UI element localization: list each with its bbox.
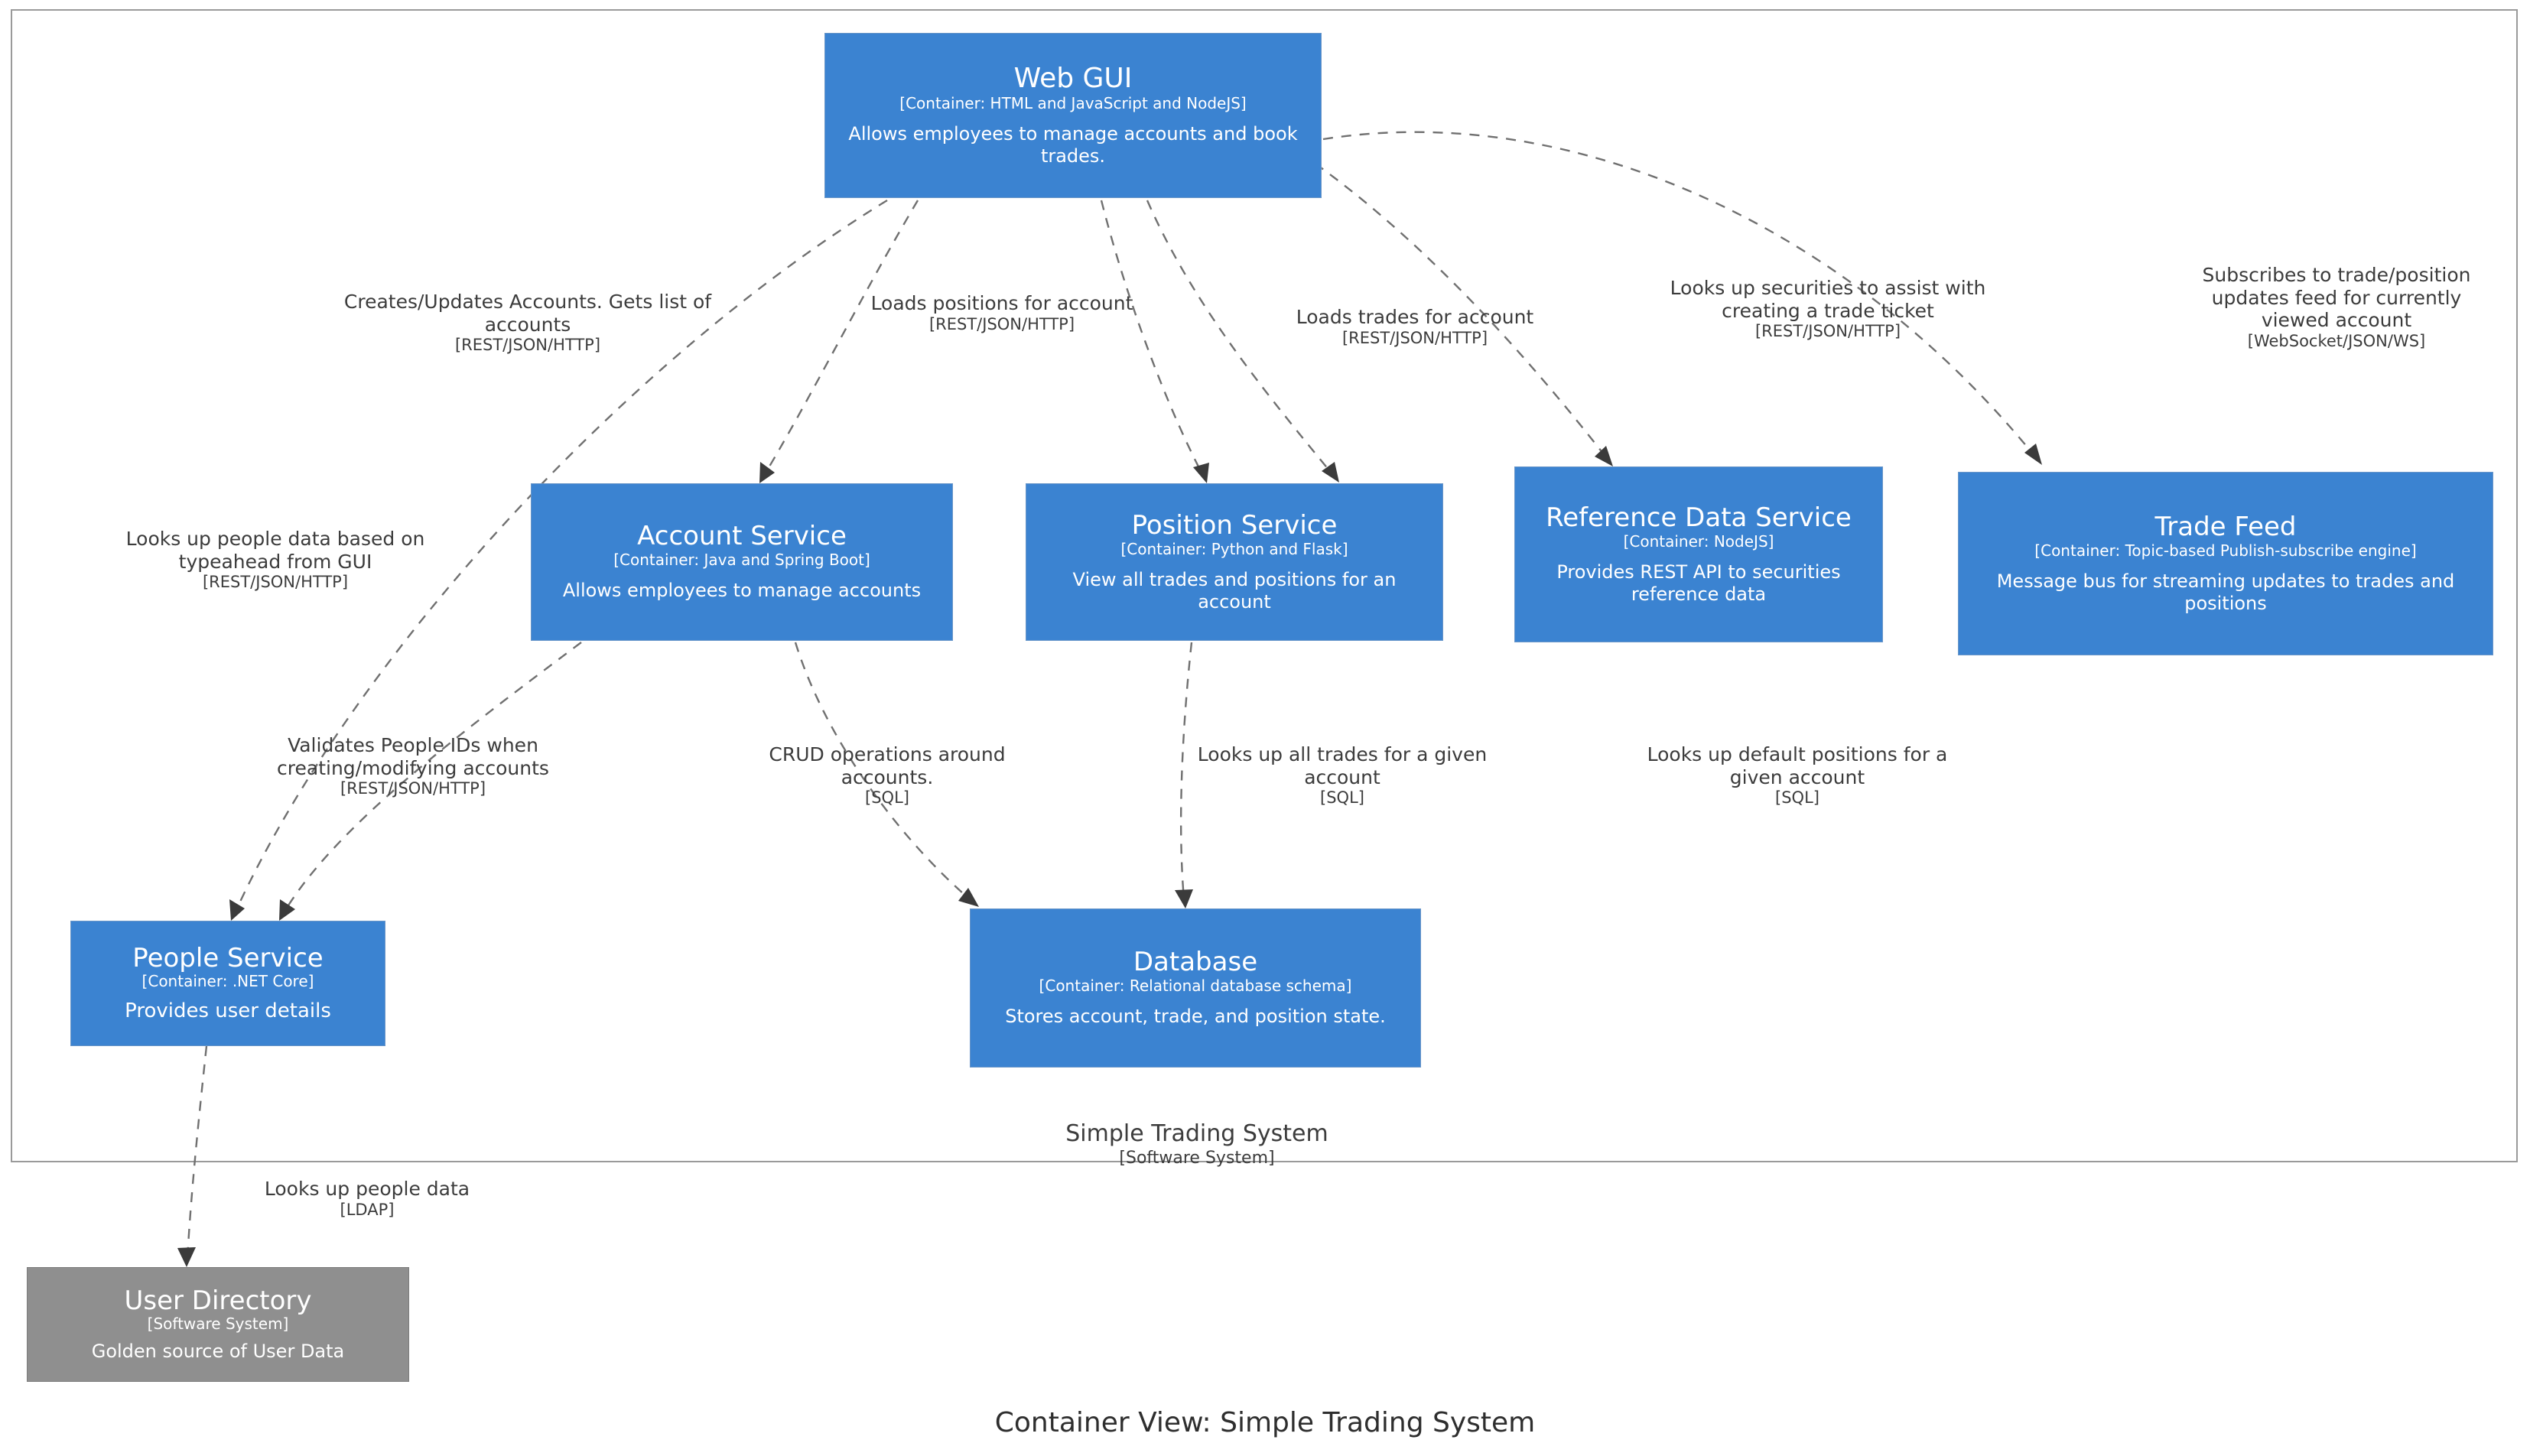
node-technology: [Container: NodeJS] [1623,531,1774,551]
edge-label-people-to-directory: Looks up people data [LDAP] [214,1178,520,1219]
edge-label-tech: [LDAP] [340,1200,395,1219]
node-title: Trade Feed [2154,511,2297,542]
edge-label-text: Creates/Updates Accounts. Gets list of a… [343,291,712,336]
edge-label-tech: [REST/JSON/HTTP] [1341,328,1488,347]
node-technology: [Container: Java and Spring Boot] [613,551,870,570]
edge-label-tech: [REST/JSON/HTTP] [1754,322,1901,340]
edge-label-refdata-to-db: Looks up default positions for a given a… [1629,743,1966,808]
edge-label-text: Looks up people data [264,1178,470,1200]
node-title: Position Service [1131,509,1338,541]
container-reference-data-service[interactable]: Reference Data Service [Container: NodeJ… [1514,466,1883,642]
edge-label-position-to-db: Looks up all trades for a given account … [1185,743,1499,808]
node-description: Allows employees to manage accounts [562,580,922,602]
boundary-name: Simple Trading System [1065,1120,1328,1147]
node-title: Web GUI [1013,62,1133,94]
node-title: People Service [132,942,324,973]
node-description: Allows employees to manage accounts and … [848,122,1298,167]
system-boundary-label: Simple Trading System [Software System] [872,1120,1522,1168]
edge-label-gui-to-position: Loads positions for account [REST/JSON/H… [841,292,1163,333]
edge-label-text: Looks up people data based on typeahead … [125,528,425,573]
node-title: Account Service [637,521,847,552]
node-title: User Directory [124,1285,312,1316]
container-people-service[interactable]: People Service [Container: .NET Core] Pr… [70,921,385,1046]
edge-label-gui-to-feed: Subscribes to trade/position updates fee… [2176,264,2497,350]
edge-label-text: CRUD operations around accounts. [769,743,1006,788]
edge-label-text: Loads positions for account [870,292,1133,314]
edge-label-account-to-people: Validates People IDs when creating/modif… [241,734,585,798]
edge-label-tech: [REST/JSON/HTTP] [454,336,601,354]
container-web-gui[interactable]: Web GUI [Container: HTML and JavaScript … [824,33,1322,198]
edge-label-gui-to-account: Creates/Updates Accounts. Gets list of a… [329,291,727,355]
edge-label-tech: [SQL] [1775,788,1819,807]
node-description: Provides user details [125,999,331,1022]
node-description: View all trades and positions for an acc… [1072,568,1397,613]
edge-label-gui-to-refdata: Looks up securities to assist with creat… [1667,277,1989,341]
node-technology: [Container: .NET Core] [141,971,314,990]
edge-label-text: Subscribes to trade/position updates fee… [2202,264,2471,331]
edge-label-tech: [REST/JSON/HTTP] [340,779,486,798]
edge-label-account-to-db: CRUD operations around accounts. [SQL] [723,743,1052,808]
container-account-service[interactable]: Account Service [Container: Java and Spr… [531,483,953,641]
node-technology: [Container: HTML and JavaScript and Node… [899,93,1247,112]
container-position-service[interactable]: Position Service [Container: Python and … [1026,483,1443,641]
diagram-title: Container View: Simple Trading System [994,1407,1536,1438]
edge-label-text: Looks up all trades for a given account [1197,743,1488,788]
edge-label-gui-to-trades: Loads trades for account [REST/JSON/HTTP… [1239,306,1591,347]
edge-label-text: Validates People IDs when creating/modif… [277,734,549,779]
edge-label-text: Looks up default positions for a given a… [1647,743,1948,788]
node-description: Message bus for streaming updates to tra… [1996,570,2455,615]
node-description: Stores account, trade, and position stat… [1005,1006,1386,1028]
node-technology: [Container: Relational database schema] [1039,977,1352,996]
node-technology: [Software System] [147,1314,289,1333]
node-title: Reference Data Service [1546,502,1852,533]
node-description: Golden source of User Data [91,1340,345,1362]
external-system-user-directory[interactable]: User Directory [Software System] Golden … [27,1267,409,1382]
system-boundary [11,9,2518,1162]
edge-label-tech: [SQL] [1320,788,1364,807]
container-database[interactable]: Database [Container: Relational database… [970,908,1421,1068]
edge-label-text: Looks up securities to assist with creat… [1670,277,1986,322]
container-trade-feed[interactable]: Trade Feed [Container: Topic-based Publi… [1958,472,2493,655]
node-description: Provides REST API to securities referenc… [1556,561,1841,606]
node-technology: [Container: Python and Flask] [1120,539,1348,558]
edge-label-tech: [REST/JSON/HTTP] [202,573,349,591]
node-title: Database [1133,947,1258,978]
edge-label-tech: [SQL] [865,788,909,807]
boundary-type: [Software System] [1119,1148,1275,1168]
edge-label-gui-to-people: Looks up people data based on typeahead … [92,528,459,592]
edge-label-tech: [WebSocket/JSON/WS] [2247,331,2426,350]
edge-label-tech: [REST/JSON/HTTP] [928,314,1075,333]
node-technology: [Container: Topic-based Publish-subscrib… [2034,541,2417,560]
edge-label-text: Loads trades for account [1296,306,1534,328]
